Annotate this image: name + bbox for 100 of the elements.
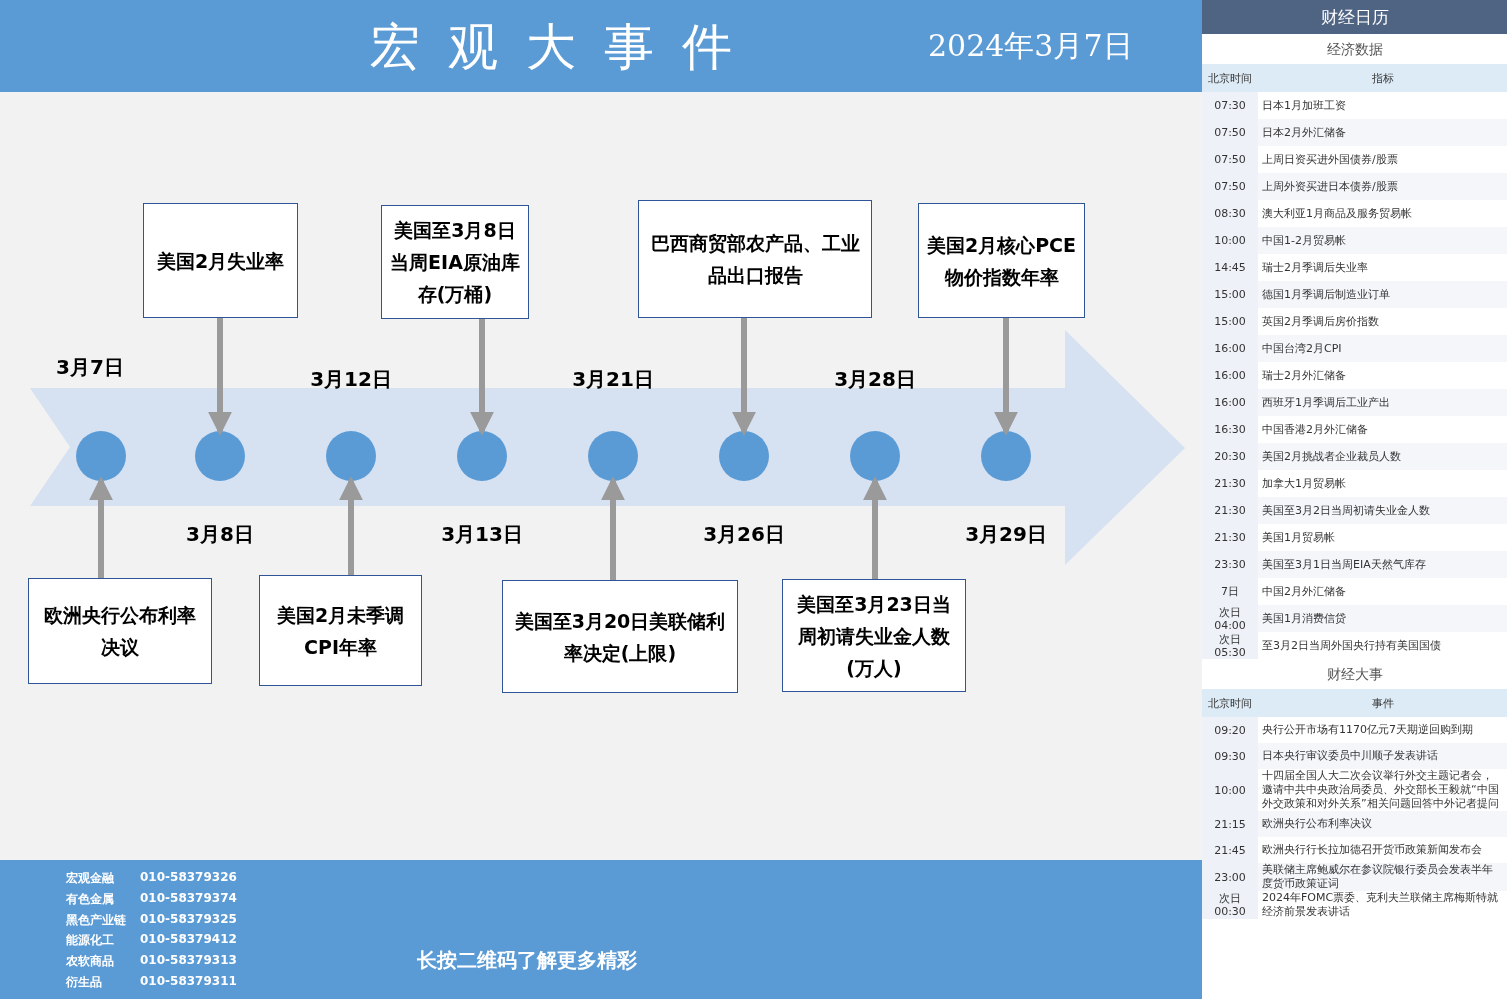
department-name: 黑色产业链: [66, 911, 126, 929]
column-header: 指标: [1258, 64, 1507, 92]
date-label: 3月13日: [441, 521, 523, 548]
department-name: 能源化工: [66, 932, 114, 950]
event-box: 美国至3月23日当周初请失业金人数(万人): [782, 579, 966, 692]
table-row-text: 美国至3月2日当周初请失业金人数: [1258, 497, 1507, 524]
arrow: [732, 318, 756, 436]
table-row-text: 2024年FOMC票委、克利夫兰联储主席梅斯特就经济前景发表讲话: [1258, 891, 1507, 919]
event-box: 美国2月核心PCE物价指数年率: [918, 203, 1085, 318]
time-cell: 20:30: [1202, 443, 1258, 470]
arrow: [339, 476, 363, 575]
date-label: 3月28日: [834, 366, 916, 393]
arrow: [89, 476, 113, 578]
time-cell: 15:00: [1202, 308, 1258, 335]
table-row-text: 西班牙1月季调后工业产出: [1258, 389, 1507, 416]
table-row-text: 中国2月外汇储备: [1258, 578, 1507, 605]
time-cell: 23:30: [1202, 551, 1258, 578]
table-row-text: 美国1月消费信贷: [1258, 605, 1507, 632]
arrow: [601, 476, 625, 580]
table-row-text: 瑞士2月季调后失业率: [1258, 254, 1507, 281]
phone-number: 010-58379374: [140, 890, 237, 905]
time-cell: 次日 05:30: [1202, 632, 1258, 659]
table-row-text: 日本1月加班工资: [1258, 92, 1507, 119]
time-cell: 21:30: [1202, 497, 1258, 524]
table-row-text: 美国至3月1日当周EIA天然气库存: [1258, 551, 1507, 578]
time-cell: 21:30: [1202, 470, 1258, 497]
phone-number: 010-58379326: [140, 870, 237, 884]
date-text: 2024年3月7日: [928, 27, 1133, 65]
time-cell: 10:00: [1202, 227, 1258, 254]
event-box: 欧洲央行公布利率决议: [28, 578, 212, 684]
table-row-text: 中国香港2月外汇储备: [1258, 416, 1507, 443]
arrow: [470, 319, 494, 436]
phone-number: 010-58379325: [140, 911, 237, 926]
column-header: 北京时间: [1202, 689, 1258, 717]
section-title: 经济数据: [1325, 40, 1384, 59]
date-label: 3月7日: [56, 354, 124, 381]
arrow: [208, 318, 232, 436]
table-row-text: 瑞士2月外汇储备: [1258, 362, 1507, 389]
table-row-text: 澳大利亚1月商品及服务贸易帐: [1258, 200, 1507, 227]
time-cell: 16:00: [1202, 362, 1258, 389]
date-label: 3月8日: [186, 521, 254, 548]
time-cell: 10:00: [1202, 769, 1258, 811]
table-row-text: 日本央行审议委员中川顺子发表讲话: [1258, 743, 1507, 769]
time-cell: 7日: [1202, 578, 1258, 605]
time-cell: 16:00: [1202, 335, 1258, 362]
time-cell: 07:50: [1202, 173, 1258, 200]
event-box: 美国2月未季调CPI年率: [259, 575, 422, 686]
department-name: 宏观金融: [66, 870, 114, 887]
time-cell: 08:30: [1202, 200, 1258, 227]
phone-number: 010-58379311: [140, 974, 237, 988]
event-box: 美国2月失业率: [143, 203, 298, 318]
table-row-text: 至3月2日当周外国央行持有美国国债: [1258, 632, 1507, 659]
time-cell: 09:30: [1202, 743, 1258, 769]
time-cell: 21:30: [1202, 524, 1258, 551]
section-title: 财经大事: [1325, 665, 1384, 684]
arrow: [863, 476, 887, 579]
department-name: 有色金属: [66, 890, 114, 908]
time-cell: 次日 04:00: [1202, 605, 1258, 632]
event-box: 巴西商贸部农产品、工业品出口报告: [638, 200, 872, 318]
event-box: 美国至3月8日当周EIA原油库存(万桶): [381, 205, 529, 319]
date-label: 3月21日: [572, 366, 654, 393]
date-label: 3月26日: [703, 521, 785, 548]
time-cell: 21:15: [1202, 811, 1258, 837]
date-label: 3月29日: [965, 521, 1047, 548]
table-row-text: 美国2月挑战者企业裁员人数: [1258, 443, 1507, 470]
time-cell: 07:30: [1202, 92, 1258, 119]
time-cell: 次日 00:30: [1202, 891, 1258, 919]
department-name: 农软商品: [66, 953, 114, 971]
table-row-text: 德国1月季调后制造业订单: [1258, 281, 1507, 308]
phone-number: 010-58379412: [140, 932, 237, 947]
event-box: 美国至3月20日美联储利率决定(上限): [502, 580, 738, 693]
time-cell: 09:20: [1202, 717, 1258, 743]
table-row-text: 加拿大1月贸易帐: [1258, 470, 1507, 497]
table-row-text: 美国1月贸易帐: [1258, 524, 1507, 551]
time-cell: 16:00: [1202, 389, 1258, 416]
phone-number: 010-58379313: [140, 953, 237, 968]
table-row-text: 上周日资买进外国债券/股票: [1258, 146, 1507, 173]
footer-note: 长按二维码了解更多精彩: [417, 947, 637, 974]
table-row-text: 十四届全国人大二次会议举行外交主题记者会，邀请中共中央政治局委员、外交部长王毅就“中国外交政策和对外关系”相关问题回答中外记者提问: [1258, 769, 1507, 811]
table-row-text: 央行公开市场有1170亿元7天期逆回购到期: [1258, 717, 1507, 743]
time-cell: 23:00: [1202, 863, 1258, 891]
table-row-text: 中国台湾2月CPI: [1258, 335, 1507, 362]
table-row-text: 美联储主席鲍威尔在参议院银行委员会发表半年度货币政策证词: [1258, 863, 1507, 891]
column-header: 北京时间: [1202, 64, 1258, 92]
time-cell: 15:00: [1202, 281, 1258, 308]
table-row-text: 上周外资买进日本债券/股票: [1258, 173, 1507, 200]
time-cell: 14:45: [1202, 254, 1258, 281]
time-cell: 07:50: [1202, 119, 1258, 146]
department-name: 衍生品: [66, 974, 102, 991]
table-row-text: 英国2月季调后房价指数: [1258, 308, 1507, 335]
table-row-text: 欧洲央行行长拉加德召开货币政策新闻发布会: [1258, 837, 1507, 863]
time-cell: 07:50: [1202, 146, 1258, 173]
table-row-text: 欧洲央行公布利率决议: [1258, 811, 1507, 837]
table-row-text: 日本2月外汇储备: [1258, 119, 1507, 146]
time-cell: 16:30: [1202, 416, 1258, 443]
title: 宏观大事件: [370, 17, 760, 78]
date-label: 3月12日: [310, 366, 392, 393]
arrow: [994, 318, 1018, 436]
panel-header: 财经日历: [1202, 0, 1507, 34]
time-cell: 21:45: [1202, 837, 1258, 863]
